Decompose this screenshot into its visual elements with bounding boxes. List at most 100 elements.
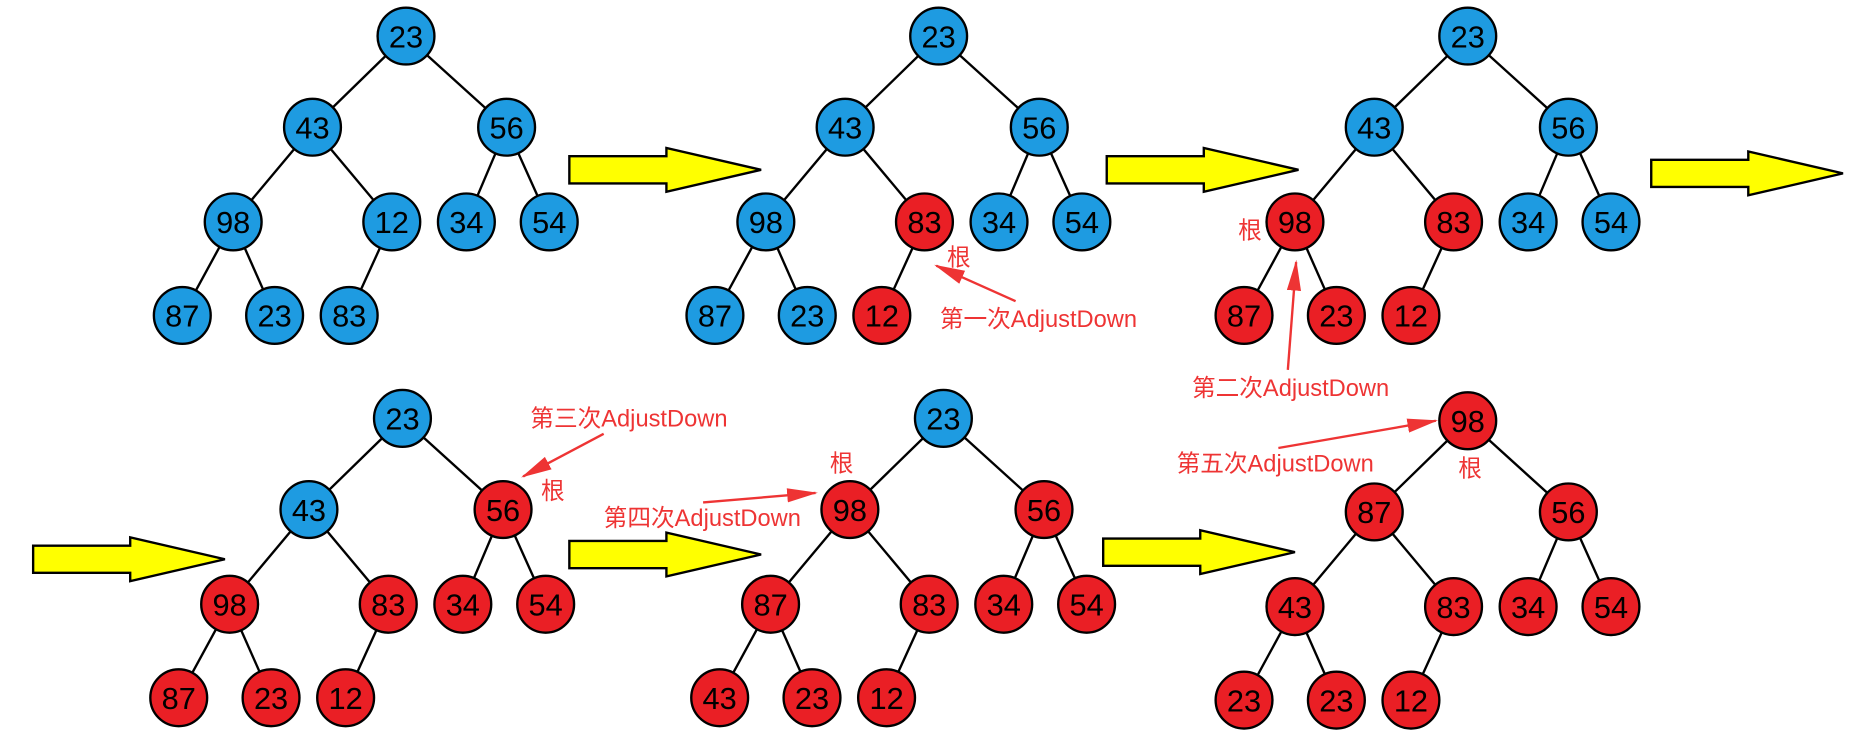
tree-node: 23 <box>245 285 305 346</box>
node-value: 23 <box>795 681 829 716</box>
node-circle <box>736 192 796 252</box>
tree-node: 34 <box>1498 192 1558 252</box>
tree-node: 83 <box>1423 577 1484 637</box>
annotation-arrow <box>934 264 1017 303</box>
node-value: 23 <box>1319 299 1353 334</box>
node-value: 83 <box>912 587 946 622</box>
node-circle <box>1344 482 1404 542</box>
node-value: 54 <box>1069 587 1103 622</box>
node-value: 54 <box>1065 205 1099 240</box>
node-circle <box>1498 192 1558 252</box>
tree-node: 12 <box>1381 285 1441 346</box>
tree-node: 43 <box>1344 97 1404 157</box>
tree-node: 23 <box>777 285 837 346</box>
node-circle <box>1538 97 1598 157</box>
node-value: 87 <box>753 587 787 622</box>
node-circle <box>1344 97 1404 157</box>
adjust-down-label: 第四次AdjustDown <box>604 505 801 532</box>
node-circle <box>1381 285 1441 346</box>
node-value: 34 <box>1511 205 1545 240</box>
node-value: 98 <box>1278 205 1312 240</box>
tree-node: 87 <box>152 285 212 346</box>
node-value: 43 <box>1357 110 1391 145</box>
tree-node: 54 <box>1057 574 1117 634</box>
node-circle <box>1014 479 1074 540</box>
tree-node: 43 <box>1265 577 1325 637</box>
node-circle <box>516 574 576 634</box>
node-value: 43 <box>292 493 326 528</box>
node-circle <box>1581 577 1641 637</box>
node-circle <box>1423 577 1484 637</box>
node-circle <box>913 388 973 448</box>
node-value: 23 <box>1227 683 1261 718</box>
node-circle <box>1306 670 1366 730</box>
tree-node: 54 <box>516 574 576 634</box>
node-circle <box>899 574 959 634</box>
node-circle <box>473 479 533 540</box>
node-circle <box>433 574 493 634</box>
node-circle <box>690 668 750 728</box>
node-value: 43 <box>295 110 329 145</box>
node-value: 83 <box>332 299 366 334</box>
node-circle <box>1381 670 1441 730</box>
node-value: 12 <box>329 681 363 716</box>
node-value: 12 <box>869 681 903 716</box>
tree-node: 56 <box>477 97 537 157</box>
node-circle <box>358 574 418 634</box>
node-value: 56 <box>1551 495 1585 530</box>
node-value: 56 <box>486 493 520 528</box>
step-arrow <box>1105 146 1299 194</box>
node-circle <box>815 97 875 157</box>
node-circle <box>519 192 579 252</box>
node-value: 87 <box>698 299 732 334</box>
node-value: 23 <box>926 402 960 437</box>
tree-node: 98 <box>1438 391 1498 451</box>
tree-node: 56 <box>1538 97 1598 157</box>
tree-node: 87 <box>149 668 209 728</box>
node-circle <box>279 479 339 540</box>
tree-node: 56 <box>1014 479 1074 540</box>
node-circle <box>1306 285 1366 346</box>
node-value: 23 <box>922 19 956 54</box>
step-arrow <box>568 146 762 194</box>
node-value: 54 <box>1594 205 1628 240</box>
node-circle <box>149 668 209 728</box>
tree-node: 98 <box>200 574 260 634</box>
node-circle <box>894 192 955 252</box>
adjust-down-label: 第五次AdjustDown <box>1177 451 1374 478</box>
root-label: 根 <box>541 478 565 505</box>
node-value: 83 <box>1436 205 1470 240</box>
node-circle <box>820 479 880 540</box>
node-circle <box>1265 192 1325 252</box>
annotation-arrow <box>521 432 605 478</box>
node-circle <box>740 574 801 634</box>
step-arrow <box>1102 528 1296 576</box>
tree-node: 23 <box>909 6 969 66</box>
node-value: 34 <box>987 587 1021 622</box>
node-value: 34 <box>449 205 483 240</box>
node-value: 56 <box>489 110 523 145</box>
node-circle <box>372 388 433 448</box>
node-value: 43 <box>1278 590 1312 625</box>
tree-node: 12 <box>362 192 422 252</box>
node-value: 34 <box>1511 590 1545 625</box>
node-value: 54 <box>1594 590 1628 625</box>
node-circle <box>1538 482 1598 542</box>
tree-node: 12 <box>852 285 912 346</box>
tree-node: 23 <box>1214 670 1274 730</box>
tree-node: 43 <box>690 668 750 728</box>
node-value: 12 <box>375 205 409 240</box>
node-value: 23 <box>254 681 288 716</box>
node-circle <box>282 97 343 157</box>
annotation-arrow <box>1286 259 1302 370</box>
tree-node: 23 <box>1306 670 1366 730</box>
tree-node: 87 <box>740 574 801 634</box>
node-circle <box>1423 192 1484 252</box>
